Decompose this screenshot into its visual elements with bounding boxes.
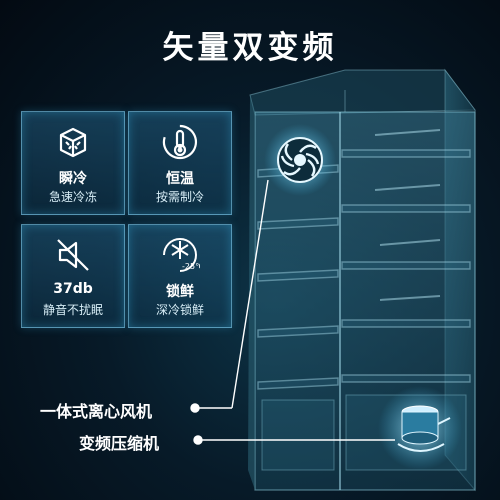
feature-sub: 深冷锁鲜 <box>155 303 204 317</box>
snowflake-temp-icon: -25℃ <box>163 238 200 272</box>
feature-card-constant-temp: 恒温 按需制冷 <box>128 111 232 215</box>
feature-name: 恒温 <box>166 171 194 187</box>
callout-fan-label: 一体式离心风机 <box>40 402 153 421</box>
feature-name: 37db <box>53 281 93 297</box>
feature-name: 锁鲜 <box>166 284 194 300</box>
callout-compressor-label: 变频压缩机 <box>79 434 160 453</box>
centrifugal-fan-icon <box>277 137 323 183</box>
ice-cube-icon <box>59 127 87 158</box>
feature-name: 瞬冷 <box>59 171 87 187</box>
temp-badge: -25℃ <box>182 262 200 271</box>
feature-card-silent: 37db 静音不扰眠 <box>21 224 125 328</box>
page-title: 矢量双变频 <box>162 30 338 66</box>
feature-card-quick-freeze: 瞬冷 急速冷冻 <box>21 111 125 215</box>
feature-sub: 静音不扰眠 <box>42 303 103 317</box>
compressor-icon <box>397 405 451 452</box>
feature-card-fresh-lock: -25℃ 锁鲜 深冷锁鲜 <box>128 224 232 328</box>
feature-sub: 急速冷冻 <box>48 190 97 204</box>
mute-speaker-icon <box>57 239 89 271</box>
thermometer-icon <box>162 124 198 160</box>
feature-sub: 按需制冷 <box>155 190 204 204</box>
